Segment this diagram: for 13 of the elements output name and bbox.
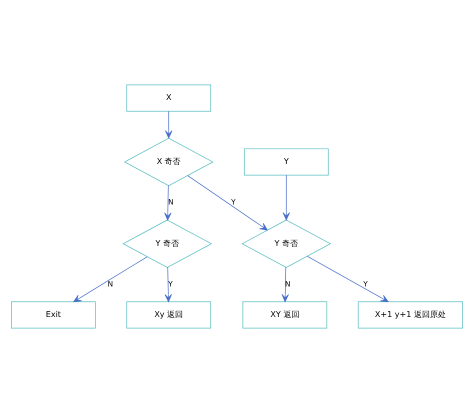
edge-label: N (285, 279, 290, 288)
arrow (187, 175, 268, 230)
arrow (306, 256, 389, 302)
edge-label: N (108, 279, 114, 288)
edge-label: Y (231, 198, 236, 207)
edge-label: N (168, 198, 174, 207)
arrow (73, 256, 148, 302)
edge-label: Y (363, 279, 368, 288)
arrow (164, 185, 172, 221)
arrow (165, 111, 172, 138)
arrow (164, 266, 172, 302)
arrow (282, 174, 290, 220)
arrow (282, 266, 289, 302)
